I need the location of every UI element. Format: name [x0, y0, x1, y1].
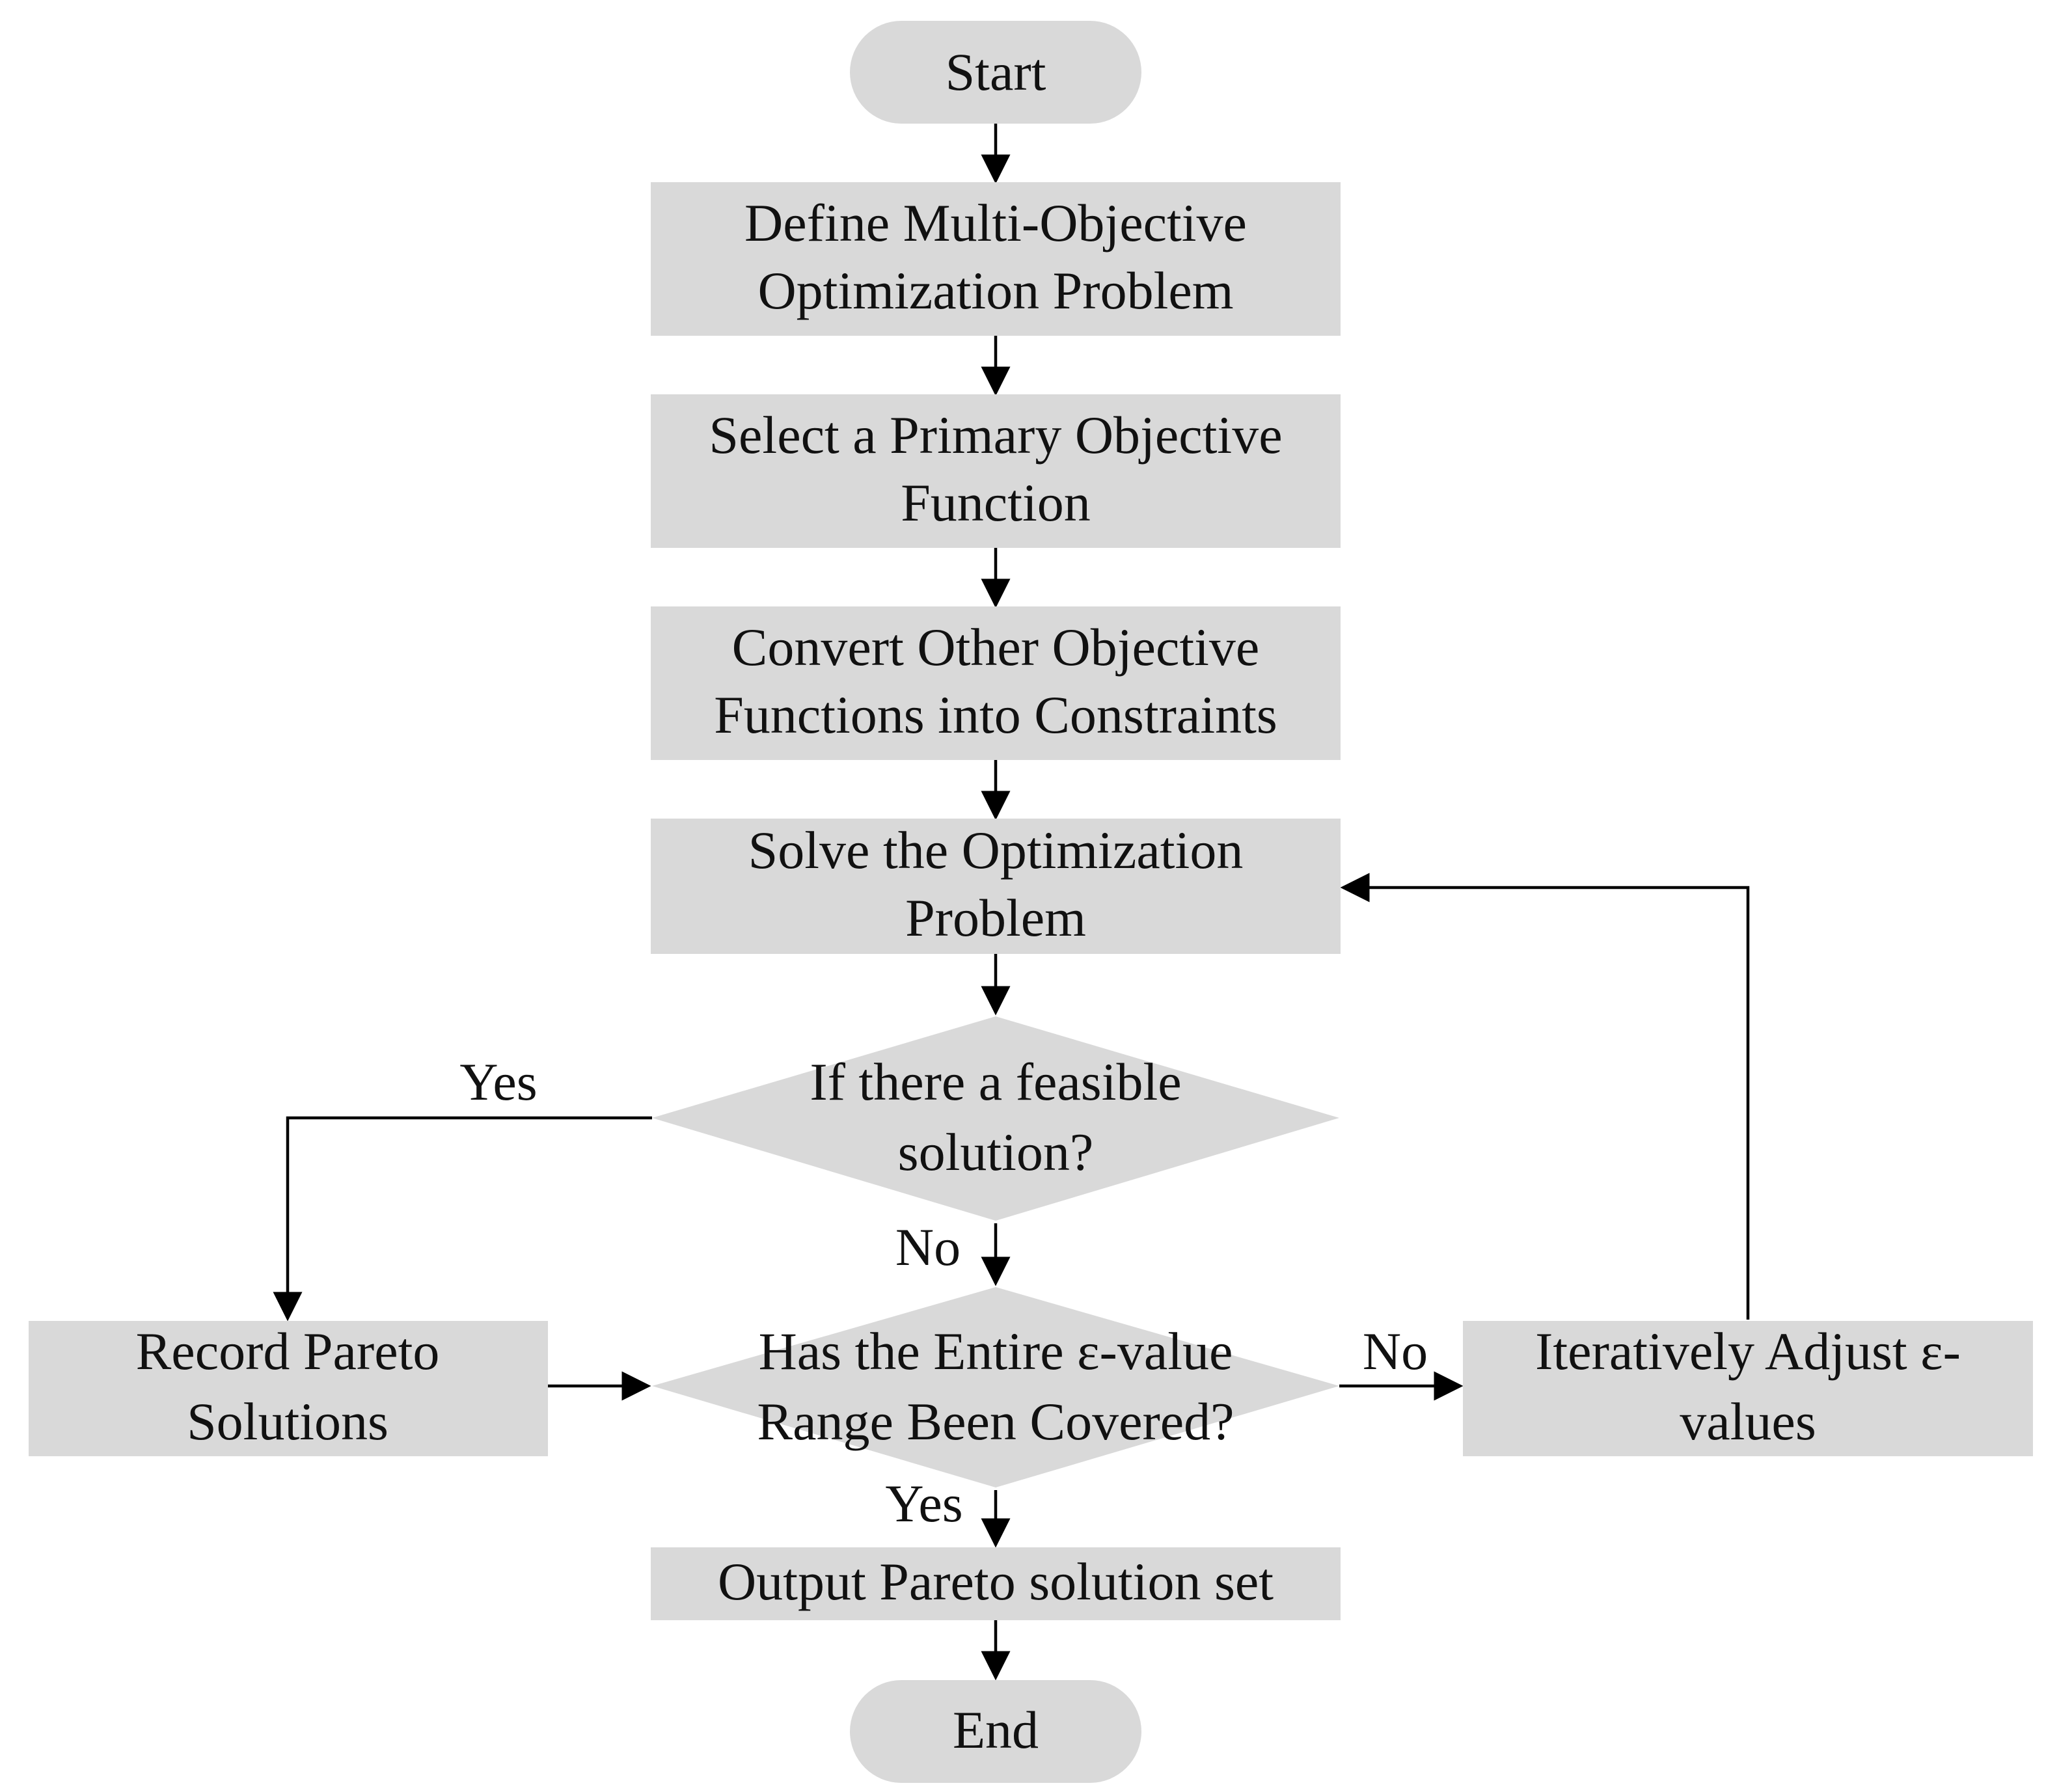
end-label: End	[953, 1700, 1039, 1759]
adjust-label-line-2: values	[1680, 1392, 1816, 1451]
output-pareto-box	[651, 1547, 1341, 1620]
edges	[273, 124, 1750, 1681]
record-label-line-1: Record Pareto	[136, 1322, 440, 1381]
feasible-yes-label: Yes	[459, 1052, 537, 1111]
solve-label-line-1: Solve the Optimization	[748, 821, 1244, 880]
covered-yes-label: Yes	[885, 1474, 962, 1533]
feasible-label-line-1: If there a feasible	[810, 1052, 1181, 1111]
convert-label-line-1: Convert Other Objective	[732, 618, 1260, 677]
output-label: Output Pareto solution set	[718, 1552, 1274, 1611]
adjust-epsilon-box	[1463, 1321, 2033, 1456]
covered-no-label: No	[1363, 1322, 1428, 1381]
covered-label-line-1: Has the Entire ε-value	[759, 1322, 1233, 1381]
start-terminal	[850, 21, 1141, 124]
select-label-line-2: Function	[901, 473, 1091, 532]
record-pareto-box	[29, 1321, 548, 1456]
solve-label-line-2: Problem	[905, 888, 1086, 947]
feasible-no-label: No	[895, 1217, 961, 1277]
convert-label-line-2: Functions into Constraints	[714, 685, 1277, 744]
adjust-label-line-1: Iteratively Adjust ε-	[1535, 1322, 1961, 1381]
edge-labels: Yes No No Yes	[459, 1052, 1428, 1533]
feasible-label-line-2: solution?	[898, 1122, 1094, 1182]
edge-feasible-record	[273, 1116, 652, 1322]
start-label: Start	[946, 42, 1046, 102]
range-covered-decision-diamond	[652, 1287, 1339, 1487]
define-label-line-2: Optimization Problem	[757, 261, 1233, 320]
select-objective-box	[651, 394, 1341, 548]
covered-label-line-2: Range Been Covered?	[757, 1392, 1234, 1451]
solve-problem-box	[651, 819, 1341, 954]
nodes	[29, 21, 2033, 1783]
edge-adjust-solve	[1340, 873, 1750, 1320]
define-label-line-1: Define Multi-Objective	[744, 193, 1247, 252]
convert-constraints-box	[651, 606, 1341, 760]
select-label-line-1: Select a Primary Objective	[709, 405, 1282, 465]
feasible-decision-diamond	[652, 1016, 1339, 1221]
define-problem-box	[651, 182, 1341, 336]
end-terminal	[850, 1680, 1141, 1783]
record-label-line-2: Solutions	[187, 1392, 389, 1451]
node-labels: Start Define Multi-Objective Optimizatio…	[136, 42, 1961, 1759]
